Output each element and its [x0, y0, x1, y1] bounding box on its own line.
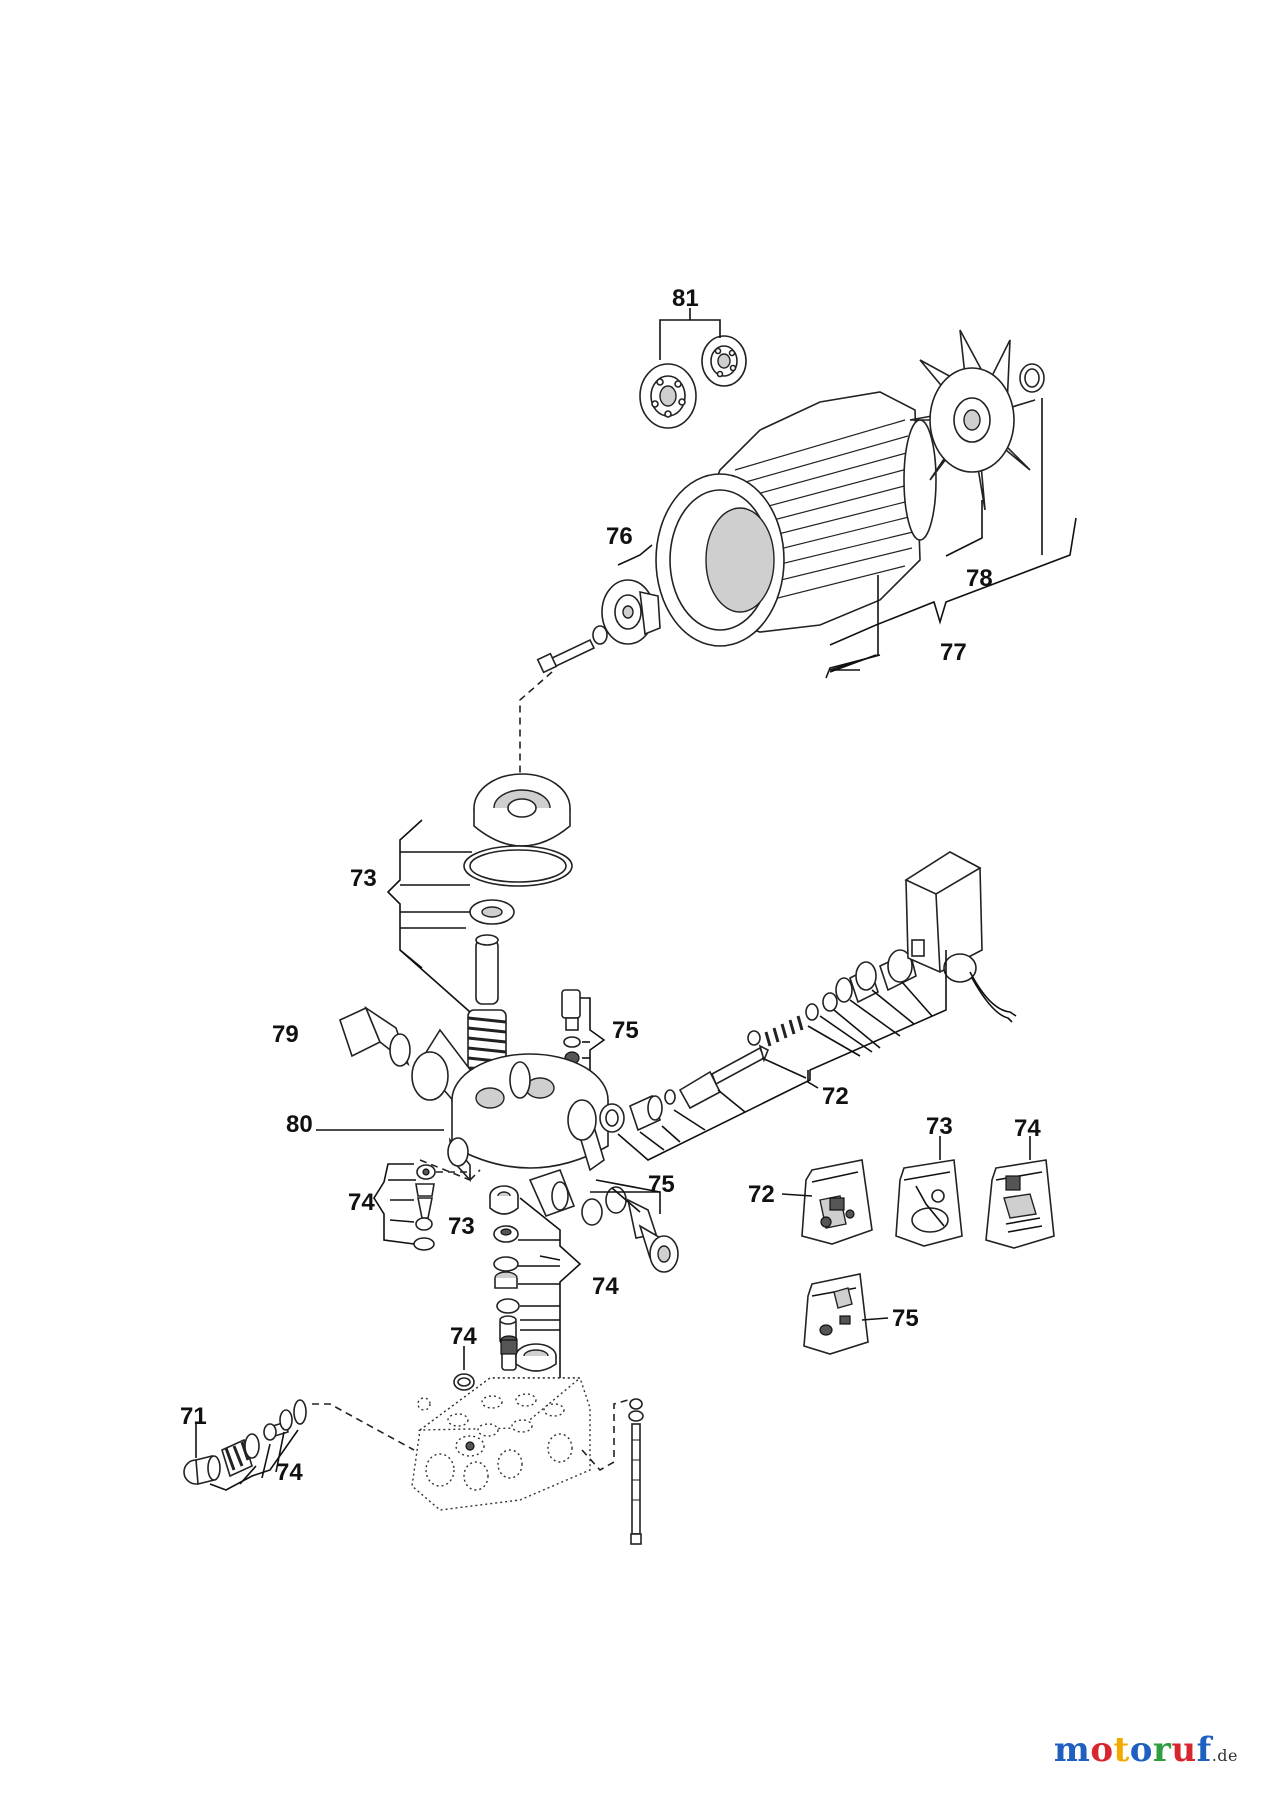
- pump-head: [411, 1028, 609, 1183]
- valve-stack: [489, 1185, 557, 1372]
- callout-74-bottom: 74: [276, 1459, 303, 1486]
- watermark-letter: f: [1196, 1730, 1212, 1770]
- motor-housing: [655, 391, 937, 647]
- callout-75-lower: 75: [648, 1171, 675, 1198]
- callout-74-ring: 74: [450, 1323, 477, 1350]
- valve-parts-left: [413, 1164, 436, 1251]
- watermark-domain: .de: [1211, 1746, 1238, 1765]
- piston-seal: [473, 773, 571, 847]
- callout-71: 71: [180, 1403, 207, 1430]
- callout-72-kit: 72: [748, 1181, 775, 1208]
- unloader-valve: [599, 949, 917, 1133]
- callout-76: 76: [606, 523, 633, 550]
- callout-74-left: 74: [348, 1189, 375, 1216]
- callout-75-upper: 75: [612, 1017, 639, 1044]
- callout-73-lower: 73: [448, 1213, 475, 1240]
- kit-bag-73: [895, 1159, 963, 1247]
- watermark-letter: o: [1090, 1730, 1114, 1770]
- callout-74-stack: 74: [592, 1273, 619, 1300]
- pump-body: [411, 1377, 591, 1511]
- watermark-letter: m: [1053, 1730, 1091, 1770]
- callout-77: 77: [940, 639, 967, 666]
- watermark-letter: o: [1129, 1730, 1153, 1770]
- callout-78: 78: [966, 565, 993, 592]
- inlet-fitting: [339, 1005, 411, 1067]
- drain-plug: [183, 1454, 221, 1486]
- retaining-washer: [469, 899, 515, 925]
- piston-rod: [475, 934, 499, 1005]
- callout-73-kit: 73: [926, 1113, 953, 1140]
- watermark-text: motoruf: [1054, 1730, 1212, 1770]
- check-valve-lower: [581, 1186, 679, 1273]
- callout-81: 81: [672, 285, 699, 312]
- watermark-letter: u: [1171, 1730, 1197, 1770]
- rear-flange: [601, 579, 661, 645]
- callout-79: 79: [272, 1021, 299, 1048]
- callout-72-upper: 72: [822, 1083, 849, 1110]
- outlet-nipple: [528, 1169, 576, 1218]
- flange-bolt: [536, 625, 608, 674]
- kit-bag-74: [985, 1159, 1055, 1249]
- kit-bag-75: [803, 1273, 869, 1355]
- kit-bag-72: [801, 1159, 873, 1245]
- watermark-letter: t: [1113, 1730, 1130, 1770]
- long-bolt: [628, 1398, 644, 1545]
- callout-75-kit: 75: [892, 1305, 919, 1332]
- pressure-switch: [904, 851, 1017, 1023]
- valve-parts-bottom: [221, 1399, 307, 1478]
- bearing-set: [639, 335, 747, 429]
- motoruf-watermark: motoruf.de: [1054, 1730, 1238, 1770]
- cooling-fan: [909, 329, 1036, 511]
- callout-74-kit: 74: [1014, 1115, 1041, 1142]
- watermark-letter: r: [1152, 1730, 1172, 1770]
- callout-80: 80: [286, 1111, 313, 1138]
- callout-73-upper: 73: [350, 865, 377, 892]
